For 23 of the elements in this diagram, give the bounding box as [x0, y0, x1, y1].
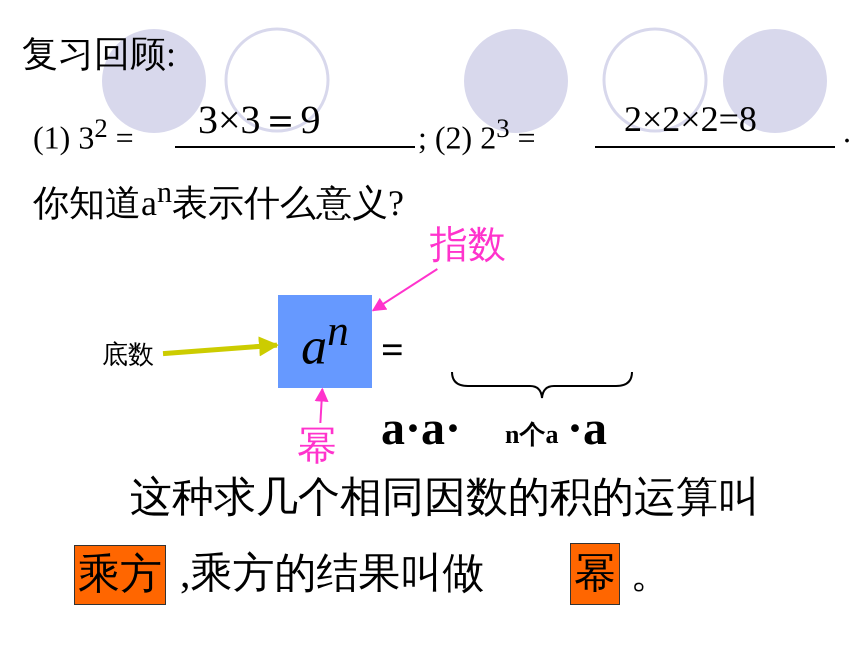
label-text: 指数: [430, 226, 516, 266]
highlighted-term: 幂: [570, 543, 620, 605]
equals-sign: =: [381, 330, 404, 370]
product-text: a·a·: [381, 405, 462, 453]
definition-text: 这种求几个相同因数的积的运算叫: [129, 474, 761, 523]
arrow: [372, 268, 438, 312]
definition-text: ,乘方的结果叫做: [180, 553, 484, 595]
answer-text: 2×2×2=8: [624, 101, 757, 137]
brace-label: n个a: [505, 422, 558, 448]
definition-text: 。: [630, 553, 672, 595]
power-box: a$^{n}$: [278, 295, 372, 388]
period-text: .: [843, 115, 851, 147]
question-text: 你知道a$^{n}$表示什么意义?: [33, 178, 404, 221]
product-text: ·a: [567, 405, 608, 453]
equation-text: (1) 3$^{2}$ =: [33, 115, 134, 154]
label-text: 幂: [297, 426, 341, 468]
arrow: [314, 388, 329, 424]
highlighted-term: 乘方: [74, 545, 166, 605]
label-text: 底数: [102, 342, 160, 370]
arrow: [162, 336, 279, 356]
answer-text: 3×3＝9: [198, 100, 321, 140]
equation-text: ; (2) 2$^{3}$ =: [418, 115, 536, 154]
heading: 复习回顾:: [22, 36, 176, 72]
